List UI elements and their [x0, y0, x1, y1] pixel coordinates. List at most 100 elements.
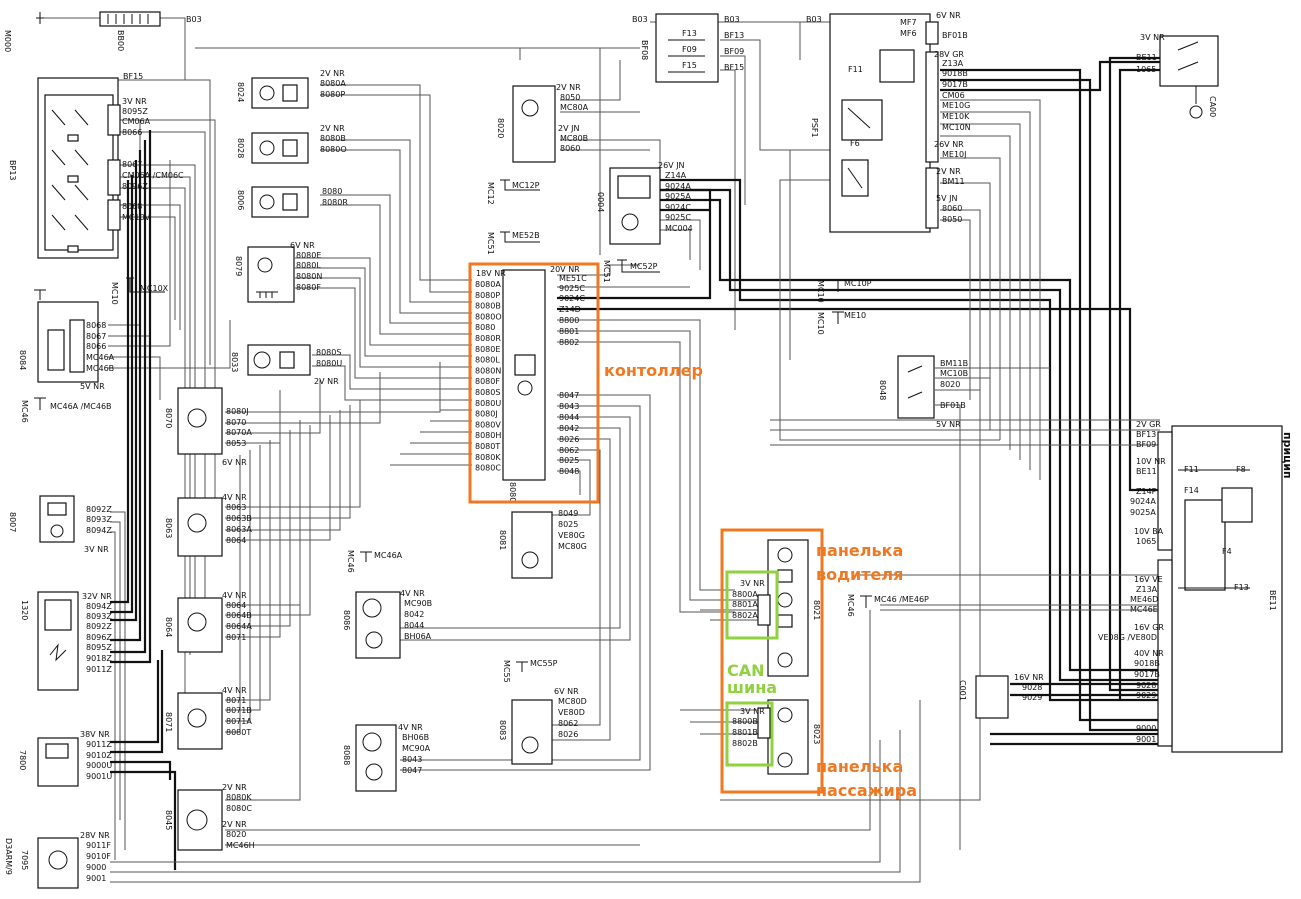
label-8079: 8079 — [234, 256, 243, 276]
label-7800-9001u: 9001U — [86, 772, 112, 781]
label-7800-9011z: 9011Z — [86, 740, 112, 749]
label-7800-9010z: 9010Z — [86, 751, 112, 760]
8007-unit: 8007 8092Z 8093Z 8094Z 3V NR — [8, 495, 112, 554]
label-8028: 8028 — [236, 138, 245, 158]
label-be-10vba: 10V BA — [1134, 527, 1164, 536]
label-bf15: BF15 — [123, 72, 143, 81]
passenger-panel-annotation-2: пассажира — [816, 781, 917, 800]
controller-pin-right: 8062 — [559, 446, 579, 455]
label-b086-bh06a: BH06A — [404, 632, 432, 641]
label-1320-8096z: 8096Z — [86, 633, 112, 642]
controller-pin-left: 8080A — [475, 280, 501, 289]
label-psf-5v: 5V JN — [936, 194, 957, 203]
label-bp-8095z: 8095Z — [122, 107, 148, 116]
label-1320-32v: 32V NR — [82, 592, 112, 601]
label-8083: 8083 — [498, 720, 507, 740]
label-mc51b: MC51 — [602, 260, 611, 283]
label-b048-8020: 8020 — [940, 380, 960, 389]
label-psf-z13a: Z13A — [942, 59, 964, 68]
label-be-z14p: Z14P — [1136, 487, 1157, 496]
label-psf-mc10n: MC10N — [942, 123, 971, 132]
label-b045-8080c: 8080C — [226, 804, 252, 813]
label-psf-me10k: ME10K — [942, 112, 970, 121]
controller-pin-left: 8080U — [475, 399, 501, 408]
label-0004-9025c: 9025C — [665, 213, 691, 222]
label-7095: 7095 — [20, 850, 29, 870]
label-b007-8093z: 8093Z — [86, 515, 112, 524]
ca00-switch: CA00 3V NR BE11 1065 — [1136, 33, 1219, 119]
label-ca-3v: 3V NR — [1140, 33, 1165, 42]
can-annotation-2: шина — [727, 678, 777, 697]
label-mc52p: MC52P — [630, 262, 658, 271]
label-be11: BE11 — [1268, 590, 1277, 611]
driver-panel-annotation-1: панелька — [816, 541, 903, 560]
7095-unit: 7095 D3ARM/9 28V NR 9011F 9010F 9000 900… — [4, 831, 111, 889]
label-be-2v: 2V GR — [1136, 420, 1161, 429]
label-mc46-c: MC46 — [346, 550, 355, 573]
label-psf-f6: F6 — [850, 139, 860, 148]
label-b070-6v: 6V NR — [222, 458, 247, 467]
label-b079-6v: 6V NR — [290, 241, 315, 250]
8063-motor: 8063 4V NR 8063 8063B 8063A 8064 — [164, 493, 252, 557]
label-b084-mc46ab: MC46A /MC46B — [50, 402, 112, 411]
label-psf-8060: 8060 — [942, 204, 962, 213]
label-b021-8802a: 8802A — [732, 611, 758, 620]
label-b079-8080n: 8080N — [296, 272, 322, 281]
label-c001-9029: 9029 — [1022, 693, 1042, 702]
label-b064-4v: 4V NR — [222, 591, 247, 600]
1320-ecu: 1320 32V NR 8094Z 8093Z 8092Z 8096Z 8095… — [20, 591, 112, 691]
label-8024: 8024 — [236, 82, 245, 102]
label-b033-8080u: 8080U — [316, 359, 342, 368]
mc10-ground: MC10 MC10V MC10X — [110, 277, 169, 305]
label-b063-4v: 4V NR — [222, 493, 247, 502]
label-ca-be11: BE11 — [1136, 53, 1157, 62]
label-be-9029: 9029 — [1136, 691, 1156, 700]
label-8023: 8023 — [812, 724, 821, 744]
label-b048-5v: 5V NR — [936, 420, 961, 429]
label-b020-mc80b: MC80B — [560, 134, 588, 143]
label-b081-mc80g: MC80G — [558, 542, 587, 551]
controller-pin-left: 8080S — [475, 388, 500, 397]
label-b084-8067: 8067 — [86, 332, 106, 341]
label-b045-mc46h: MC46H — [226, 841, 255, 850]
label-8021: 8021 — [812, 600, 821, 620]
label-psf-9017b: 9017B — [942, 80, 968, 89]
label-b045-2v2: 2V NR — [222, 820, 247, 829]
label-b070-8080j: 8080J — [226, 407, 249, 416]
label-0004-z14a: Z14A — [665, 171, 687, 180]
label-7800-9000u: 9000U — [86, 761, 112, 770]
label-1320-9018z: 9018Z — [86, 654, 112, 663]
8088-blower: 8088 4V NR BH06B MC90A 8043 8047 — [342, 723, 431, 792]
label-be-f11: F11 — [1184, 465, 1199, 474]
8081-fan: 8081 8049 8025 VE80G MC80G — [498, 509, 587, 579]
can-highlight-passenger — [725, 701, 774, 767]
label-f09: F09 — [682, 45, 697, 54]
label-b079-8080e: 8080E — [296, 251, 321, 260]
label-b063-8063b: 8063B — [226, 514, 252, 523]
label-bp-cm06ac: CM06A /CM06C — [122, 171, 184, 180]
can-annotation-1: CAN — [727, 661, 765, 680]
controller-pin-right: 8802 — [559, 338, 579, 347]
8021-driver-panel: 8021 3V NR 8800A 8801A 8802A — [732, 539, 821, 677]
label-psf-6v: 6V NR — [936, 11, 961, 20]
8045-fan: 8045 2V NR 8080K 8080C 2V NR 8020 MC46H — [164, 783, 255, 851]
label-mc10: MC10 — [110, 282, 119, 305]
label-b028-2v: 2V NR — [320, 124, 345, 133]
label-b024-2v: 2V NR — [320, 69, 345, 78]
label-be-9025a: 9025A — [1130, 508, 1156, 517]
label-7095-9001: 9001 — [86, 874, 106, 883]
label-b084-8068: 8068 — [86, 321, 106, 330]
controller-pin-right: 8801 — [559, 327, 579, 336]
label-psf-8050: 8050 — [942, 215, 962, 224]
label-8020: 8020 — [496, 118, 505, 138]
label-bf13-o: BF13 — [724, 31, 744, 40]
label-b033-8080s: 8080S — [316, 348, 341, 357]
label-b081-ve80g: VE80G — [558, 531, 585, 540]
label-mc55p: MC55P — [530, 659, 558, 668]
bf08-fuses: BF08 B03 B03 F13 F09 F15 BF13 BF09 BF15 — [632, 13, 744, 83]
label-d3arm: D3ARM/9 — [4, 838, 13, 875]
panels-highlight — [720, 528, 824, 794]
label-b071-8071b: 8071B — [226, 706, 252, 715]
label-0004-26v: 26V JN — [658, 161, 685, 170]
